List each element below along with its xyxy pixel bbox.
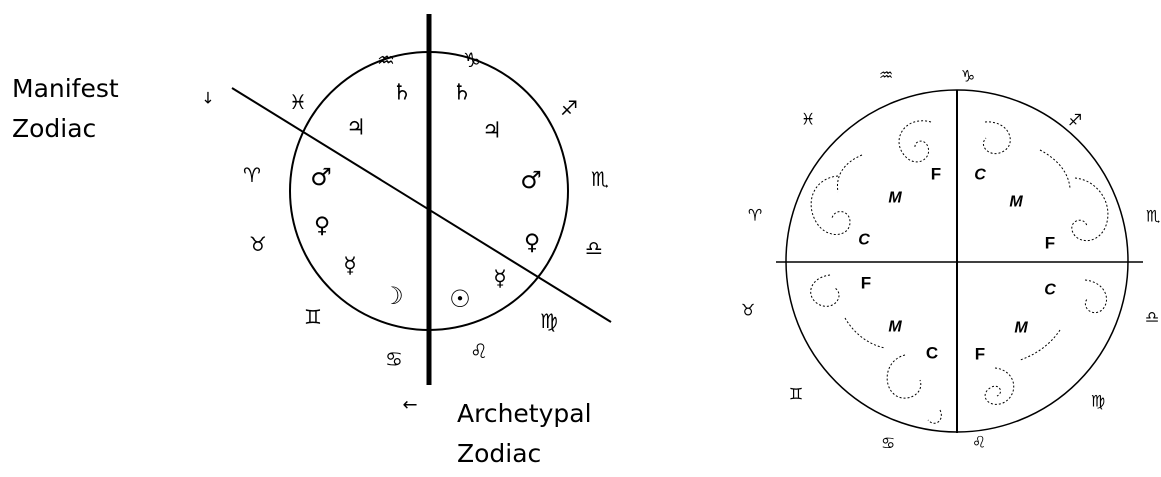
quadrant-letter-c: C	[974, 167, 986, 184]
quadrant-letter-f: F	[975, 345, 985, 364]
spiral	[844, 317, 886, 349]
gemini-icon: ♊	[789, 385, 803, 404]
jupiter-right-icon: ♃	[482, 119, 502, 144]
mercury-left-icon: ☿	[343, 254, 357, 279]
quadrant-letter-f: F	[861, 274, 871, 293]
cancer-icon: ♋	[385, 347, 403, 371]
spiral	[810, 274, 840, 307]
spiral	[886, 354, 922, 399]
spiral-decorations	[810, 120, 1109, 424]
taurus-icon: ♉	[741, 301, 755, 320]
spiral	[984, 367, 1015, 405]
spiral	[836, 154, 863, 193]
moon-icon: ☽	[382, 282, 404, 310]
spiral	[1071, 177, 1109, 242]
leo-icon: ♌	[972, 433, 986, 452]
sun-icon: ☉	[449, 285, 471, 313]
aquarius-icon: ♒	[377, 48, 395, 72]
left-diagram: Manifest Zodiac ↓ ← Archetypal Zodiac ♒ …	[12, 14, 612, 468]
mercury-right-icon: ☿	[493, 267, 507, 292]
manifest-arrow-icon: ↓	[201, 89, 214, 108]
scorpio-icon: ♏	[591, 167, 609, 191]
leo-icon: ♌	[470, 339, 488, 363]
venus-right-icon: ♀	[524, 231, 540, 256]
quadrant-letter-m: M	[1014, 320, 1028, 337]
virgo-icon: ♍	[1091, 392, 1105, 411]
pisces-icon: ♓	[289, 90, 307, 114]
libra-icon: ♎	[585, 236, 603, 260]
archetypal-arrow-icon: ←	[402, 395, 417, 416]
spiral	[898, 120, 932, 163]
libra-icon: ♎	[1145, 308, 1159, 327]
quadrant-letter-m: M	[1009, 194, 1023, 211]
saturn-left-icon: ♄	[392, 81, 412, 106]
spiral	[927, 409, 942, 424]
spiral	[1019, 329, 1061, 361]
pisces-icon: ♓	[801, 110, 815, 129]
spiral	[1084, 279, 1107, 314]
quadrant-letter-c: C	[1044, 282, 1056, 299]
capricorn-icon: ♑	[961, 67, 975, 86]
spiral	[810, 175, 851, 235]
manifest-label-line2: Zodiac	[12, 114, 96, 143]
manifest-axis	[231, 87, 612, 323]
sagittarius-icon: ♐	[560, 96, 578, 120]
capricorn-icon: ♑	[463, 48, 481, 72]
quadrant-letter-f: F	[931, 165, 941, 184]
jupiter-left-icon: ♃	[346, 116, 366, 141]
spiral	[1039, 149, 1071, 189]
archetypal-label-line2: Zodiac	[457, 439, 541, 468]
aries-icon: ♈	[748, 206, 762, 225]
right-diagram: ♒ ♑ ♓ ♐ ♈ ♏ ♉ ♎ ♊ ♍ ♋ ♌ F M C C M F F M …	[741, 66, 1160, 453]
mars-left-icon: ♂	[310, 163, 332, 191]
sagittarius-icon: ♐	[1068, 111, 1082, 130]
aquarius-icon: ♒	[879, 66, 893, 85]
cancer-icon: ♋	[881, 434, 895, 453]
manifest-label-line1: Manifest	[12, 74, 119, 103]
archetypal-label-line1: Archetypal	[457, 399, 592, 428]
saturn-right-icon: ♄	[452, 81, 472, 106]
virgo-icon: ♍	[540, 309, 558, 333]
gemini-icon: ♊	[304, 305, 322, 329]
venus-left-icon: ♀	[314, 214, 330, 239]
aries-icon: ♈	[243, 163, 261, 187]
quadrant-letter-c: C	[926, 344, 938, 363]
scorpio-icon: ♏	[1146, 207, 1160, 226]
quadrant-letter-m: M	[888, 190, 902, 207]
mars-right-icon: ♂	[520, 166, 542, 194]
taurus-icon: ♉	[249, 232, 267, 256]
quadrant-letter-f: F	[1045, 234, 1055, 253]
spiral	[982, 121, 1011, 154]
quadrant-letter-c: C	[858, 232, 870, 249]
quadrant-letter-m: M	[888, 319, 902, 336]
